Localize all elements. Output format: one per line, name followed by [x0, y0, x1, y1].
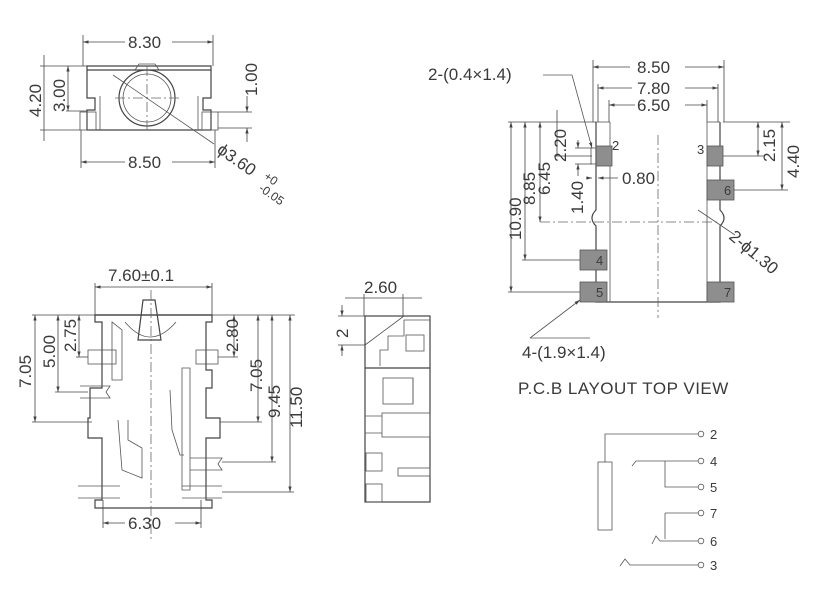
- pad-label-3: 3: [697, 142, 704, 157]
- dim-4-20: 4.20: [26, 84, 45, 117]
- pad-label-7: 7: [724, 285, 731, 300]
- dim-1-00: 1.00: [242, 63, 261, 96]
- dim-3-00: 3.00: [50, 79, 69, 112]
- side-view: 2.60 2: [333, 278, 431, 503]
- dim-7-80: 7.80: [637, 79, 670, 98]
- schematic-pin-3: 3: [710, 558, 717, 573]
- dim-2-60: 2.60: [364, 278, 397, 297]
- dim-8-30: 8.30: [128, 33, 161, 52]
- dim-2-75: 2.75: [61, 319, 80, 352]
- dim-8-85: 8.85: [520, 172, 539, 205]
- schematic-pin-7: 7: [710, 506, 717, 521]
- pad-label-4: 4: [596, 253, 603, 268]
- callout-holes: 2-ϕ1.30: [725, 227, 781, 279]
- dim-7-05-right: 7.05: [247, 359, 266, 392]
- pad-label-6: 6: [724, 183, 731, 198]
- schematic-pin-6: 6: [710, 534, 717, 549]
- dim-hole-diameter: ϕ3.60: [214, 140, 260, 180]
- schematic-pin-2: 2: [710, 427, 717, 442]
- dim-2-20: 2.20: [551, 129, 570, 162]
- callout-small-pads: 2-(0.4×1.4): [428, 65, 512, 84]
- pad-label-2: 2: [612, 138, 619, 153]
- dim-1-40: 1.40: [568, 181, 587, 214]
- dim-9-45: 9.45: [265, 385, 284, 418]
- dim-7-60: 7.60±0.1: [108, 266, 174, 285]
- dim-0-80: 0.80: [622, 169, 655, 188]
- callout-large-pads: 4-(1.9×1.4): [522, 343, 606, 362]
- schematic-pin-5: 5: [710, 480, 717, 495]
- dim-10-90: 10.90: [506, 197, 525, 240]
- dim-6-50: 6.50: [637, 96, 670, 115]
- dim-5-00: 5.00: [40, 335, 59, 368]
- dim-7-05-left: 7.05: [16, 355, 35, 388]
- dim-2-15: 2.15: [760, 129, 779, 162]
- dim-8-50-front: 8.50: [128, 153, 161, 172]
- dim-6-45: 6.45: [535, 162, 554, 195]
- top-view: 7.60±0.1 6.30 7.05 5.00 2.75 2.80 7.05 9…: [16, 266, 306, 540]
- schematic: 2 4 5 7 6 3: [597, 427, 717, 573]
- dim-4-40: 4.40: [784, 145, 803, 178]
- dim-2-chamfer: 2: [333, 329, 352, 338]
- pad-label-5: 5: [596, 285, 603, 300]
- schematic-pin-4: 4: [710, 454, 717, 469]
- dim-11-50: 11.50: [287, 387, 306, 428]
- pcb-layout-title: P.C.B LAYOUT TOP VIEW: [518, 379, 729, 398]
- front-view: 8.30 8.50 4.20 3.00 1.00 ϕ3.60 +0 -0.05: [26, 33, 287, 208]
- pcb-layout: 2 3 6 4 5 7 8.50 7.80 6.50 2-(0.4×1.4): [428, 58, 803, 398]
- dim-2-80: 2.80: [223, 319, 242, 352]
- tol-lower: -0.05: [256, 181, 287, 208]
- dim-6-30: 6.30: [128, 514, 161, 533]
- dim-pcb-8-50: 8.50: [637, 58, 670, 77]
